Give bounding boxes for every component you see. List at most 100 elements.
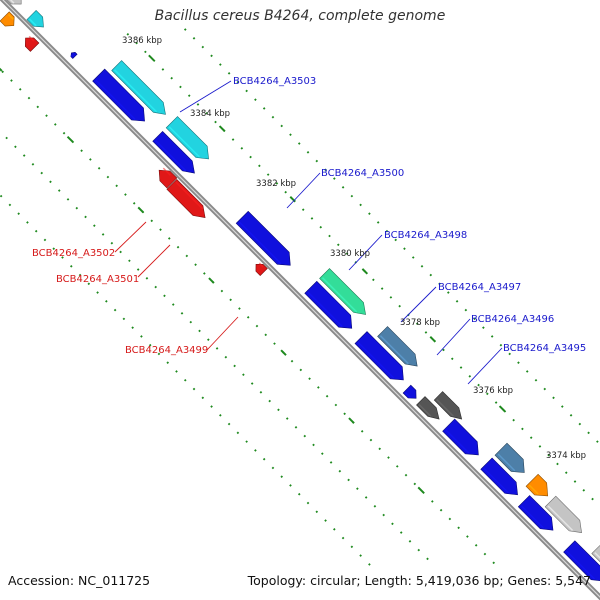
tick-mark bbox=[280, 475, 284, 479]
gene-feature[interactable] bbox=[165, 116, 209, 160]
gene-feature[interactable] bbox=[517, 495, 554, 531]
gene-arrow[interactable] bbox=[377, 326, 418, 367]
gene-feature[interactable] bbox=[544, 495, 582, 533]
gene-label-forward[interactable]: BCB4264_A3495 bbox=[503, 343, 586, 354]
gene-feature[interactable] bbox=[433, 391, 463, 420]
tick-mark bbox=[0, 194, 3, 198]
gene-arrow[interactable] bbox=[563, 540, 600, 581]
gene-feature[interactable] bbox=[24, 35, 40, 52]
tick-mark bbox=[18, 88, 22, 91]
gene-label-forward[interactable]: BCB4264_A3503 bbox=[233, 76, 316, 87]
gene-arrow[interactable] bbox=[165, 116, 209, 160]
gene-arrow[interactable] bbox=[235, 210, 291, 266]
tick-mark bbox=[196, 103, 200, 106]
tick-mark bbox=[119, 250, 122, 254]
tick-mark bbox=[324, 519, 327, 522]
gene-label-forward[interactable]: BCB4264_A3498 bbox=[384, 230, 467, 241]
gene-arrow[interactable] bbox=[152, 130, 195, 174]
tick-mark bbox=[411, 256, 415, 259]
major-tick-mark bbox=[148, 54, 155, 61]
gene-feature[interactable] bbox=[5, 0, 22, 5]
gene-arrow[interactable] bbox=[158, 169, 178, 189]
tick-mark bbox=[154, 285, 158, 289]
gene-arrow[interactable] bbox=[525, 473, 549, 497]
tick-mark bbox=[157, 352, 161, 356]
gene-arrow[interactable] bbox=[354, 331, 404, 381]
major-tick-mark bbox=[417, 486, 424, 494]
gene-arrow-highlight bbox=[379, 335, 409, 365]
tick-mark bbox=[334, 403, 338, 407]
gene-label-reverse[interactable]: BCB4264_A3501 bbox=[56, 274, 139, 285]
tick-mark bbox=[389, 296, 393, 299]
tick-mark bbox=[301, 208, 305, 212]
gene-feature[interactable] bbox=[402, 384, 417, 399]
gene-feature[interactable] bbox=[152, 130, 195, 174]
gene-feature[interactable] bbox=[377, 326, 418, 367]
label-leader-lines bbox=[114, 80, 503, 385]
gene-feature[interactable] bbox=[0, 11, 15, 27]
gene-feature[interactable] bbox=[525, 473, 549, 497]
gene-arrow[interactable] bbox=[5, 0, 22, 5]
gene-feature[interactable] bbox=[166, 178, 206, 218]
tick-mark bbox=[22, 154, 26, 157]
tick-mark bbox=[420, 264, 424, 268]
gene-feature[interactable] bbox=[563, 540, 600, 581]
leader-line bbox=[179, 80, 232, 113]
tick-mark bbox=[97, 166, 101, 170]
gene-arrow[interactable] bbox=[255, 263, 268, 277]
gene-arrow[interactable] bbox=[166, 178, 206, 218]
gene-label-reverse[interactable]: BCB4264_A3499 bbox=[125, 345, 208, 356]
gene-feature[interactable] bbox=[92, 68, 145, 122]
tick-mark bbox=[315, 159, 319, 163]
tick-mark bbox=[582, 488, 586, 492]
gene-arrow[interactable] bbox=[26, 9, 44, 28]
gene-arrow[interactable] bbox=[544, 495, 582, 533]
gene-feature[interactable] bbox=[235, 210, 291, 266]
gene-arrow[interactable] bbox=[319, 268, 366, 315]
accession: Accession: NC_011725 bbox=[8, 573, 150, 588]
gene-label-forward[interactable]: BCB4264_A3497 bbox=[438, 282, 521, 293]
tick-mark bbox=[231, 138, 235, 141]
gene-feature[interactable] bbox=[70, 51, 78, 59]
gene-arrow-highlight bbox=[566, 550, 596, 580]
gene-arrow[interactable] bbox=[402, 384, 417, 399]
tick-mark bbox=[43, 238, 47, 242]
gene-label-forward[interactable]: BCB4264_A3500 bbox=[321, 168, 404, 179]
gene-feature[interactable] bbox=[304, 280, 353, 329]
gene-feature[interactable] bbox=[319, 268, 366, 315]
gene-arrow[interactable] bbox=[433, 391, 463, 420]
gene-feature[interactable] bbox=[416, 396, 440, 420]
tick-mark bbox=[219, 414, 222, 417]
gene-feature[interactable] bbox=[494, 442, 525, 473]
tick-mark bbox=[345, 252, 349, 255]
gene-feature[interactable] bbox=[158, 167, 178, 189]
gene-label-reverse[interactable]: BCB4264_A3502 bbox=[32, 248, 115, 259]
gene-feature[interactable] bbox=[111, 60, 166, 115]
tick-mark bbox=[255, 324, 259, 328]
gene-arrow[interactable] bbox=[442, 418, 479, 456]
gene-feature[interactable] bbox=[255, 262, 268, 277]
gene-label-forward[interactable]: BCB4264_A3496 bbox=[471, 314, 554, 325]
tick-mark bbox=[306, 150, 310, 154]
tick-mark bbox=[543, 387, 547, 391]
gene-arrow[interactable] bbox=[0, 11, 15, 27]
gene-arrow[interactable] bbox=[494, 442, 525, 473]
gene-arrow[interactable] bbox=[92, 68, 145, 122]
gene-arrow[interactable] bbox=[111, 60, 166, 115]
tick-mark bbox=[53, 123, 57, 126]
leader-line bbox=[206, 316, 239, 351]
tick-mark bbox=[31, 162, 35, 166]
tick-mark bbox=[163, 294, 166, 298]
tick-mark bbox=[201, 45, 205, 49]
gene-arrow[interactable] bbox=[70, 51, 78, 59]
gene-feature[interactable] bbox=[591, 543, 600, 582]
gene-feature[interactable] bbox=[354, 331, 404, 381]
gene-feature[interactable] bbox=[480, 457, 518, 496]
gene-arrow[interactable] bbox=[304, 280, 353, 329]
gene-feature[interactable] bbox=[442, 418, 479, 456]
gene-arrow[interactable] bbox=[24, 37, 40, 52]
gene-feature[interactable] bbox=[26, 9, 44, 28]
gene-arrow[interactable] bbox=[517, 495, 554, 531]
gene-arrow[interactable] bbox=[416, 396, 440, 420]
gene-arrow[interactable] bbox=[480, 457, 518, 496]
